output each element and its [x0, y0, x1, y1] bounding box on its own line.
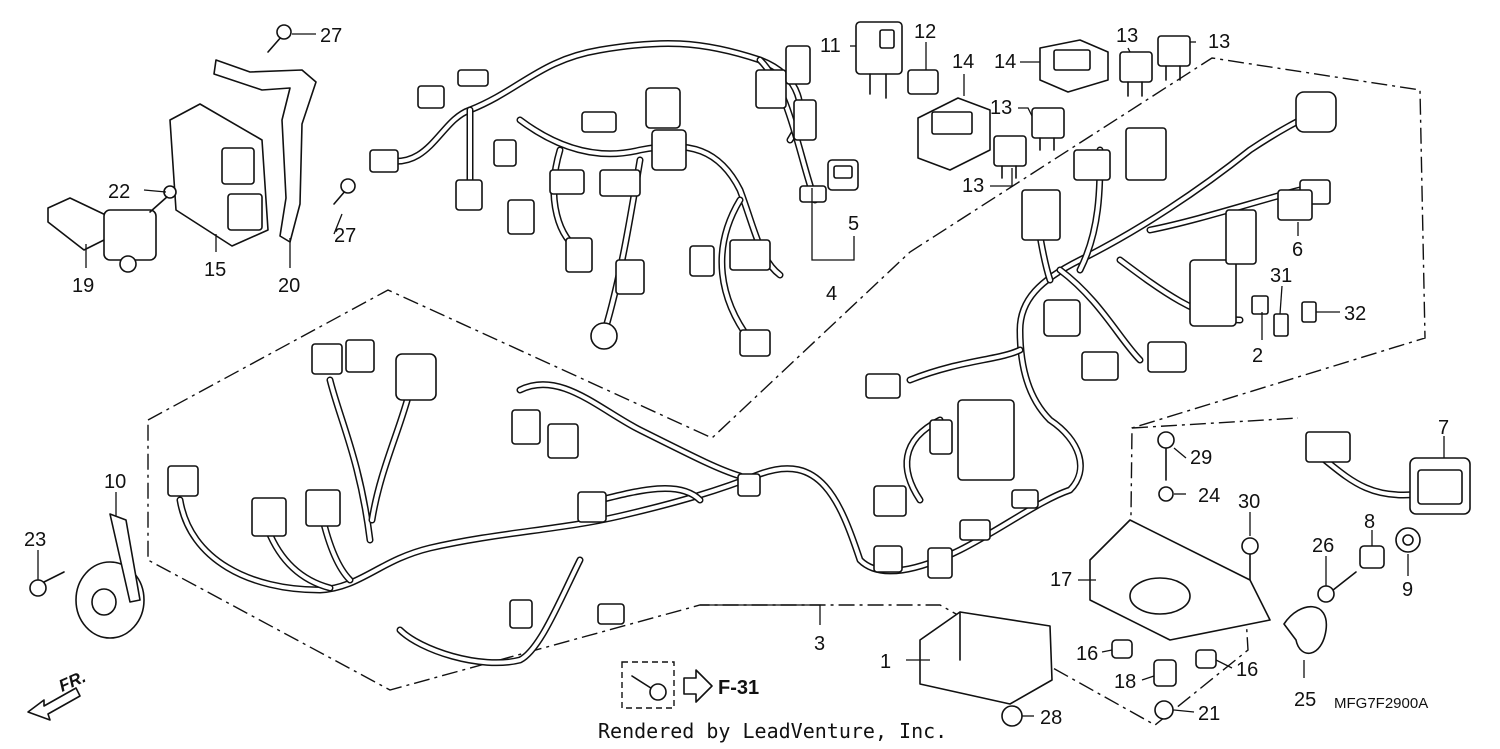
callout-13-d: 13: [962, 175, 984, 197]
relay-part-13-d[interactable]: [993, 135, 1027, 179]
regulator-part-1[interactable]: [919, 611, 1053, 705]
callout-14-a: 14: [952, 51, 974, 73]
callout-6: 6: [1292, 239, 1303, 261]
callout-16-a: 16: [1076, 643, 1098, 665]
clamp-part-25[interactable]: [1283, 605, 1328, 655]
callout-30: 30: [1238, 491, 1260, 513]
callout-2: 2: [1252, 345, 1263, 367]
callout-16-b: 16: [1236, 659, 1258, 681]
callout-12: 12: [914, 21, 936, 43]
callout-31: 31: [1270, 265, 1292, 287]
credit-text: Rendered by LeadVenture, Inc.: [598, 719, 947, 743]
callout-20: 20: [278, 275, 300, 297]
fuse-part-32[interactable]: [1301, 301, 1317, 323]
callout-21: 21: [1198, 703, 1220, 725]
callout-1: 1: [880, 651, 891, 673]
sub-harness-boundary: [1131, 417, 1299, 429]
callout-15: 15: [204, 259, 226, 281]
relay-part-13-c[interactable]: [1031, 107, 1065, 151]
callout-25: 25: [1294, 689, 1316, 711]
sensor-part-19[interactable]: [47, 197, 157, 273]
callout-14-b: 14: [994, 51, 1016, 73]
callout-32: 32: [1344, 303, 1366, 325]
callout-29: 29: [1190, 447, 1212, 469]
callout-23: 23: [24, 529, 46, 551]
callout-19: 19: [72, 275, 94, 297]
reference-label-f31[interactable]: F-31: [718, 677, 759, 699]
horn-part-10[interactable]: [75, 513, 145, 639]
washer-part-24[interactable]: [1158, 486, 1174, 502]
bolt-part-30[interactable]: [1241, 537, 1259, 581]
connector-part-6[interactable]: [1277, 189, 1313, 221]
nut-part-28[interactable]: [1001, 705, 1023, 727]
fuse-part-2[interactable]: [1251, 295, 1269, 315]
callout-8: 8: [1364, 511, 1375, 533]
grommet-part-16-left[interactable]: [1111, 639, 1133, 659]
callout-13-b: 13: [1208, 31, 1230, 53]
sub-harness-part-4[interactable]: [369, 39, 827, 357]
bolt-part-29[interactable]: [1157, 431, 1175, 481]
callout-22: 22: [108, 181, 130, 203]
callout-27-mid: 27: [334, 225, 356, 247]
sub-harness-part-7[interactable]: [1305, 431, 1471, 515]
diagram-code: MFG7F2900A: [1334, 695, 1428, 712]
front-direction-arrow: [27, 687, 81, 721]
bracket-part-20[interactable]: [213, 59, 317, 243]
bolt-part-27-mid[interactable]: [333, 178, 356, 205]
grommet-part-9[interactable]: [1395, 527, 1421, 553]
callout-28: 28: [1040, 707, 1062, 729]
grommet-part-16-right[interactable]: [1195, 649, 1217, 669]
callout-7: 7: [1438, 417, 1449, 439]
bolt-part-27-top[interactable]: [267, 24, 292, 53]
callout-10: 10: [104, 471, 126, 493]
bolt-part-26[interactable]: [1317, 571, 1357, 603]
collar-part-18[interactable]: [1153, 659, 1177, 687]
reference-bolt-box: [621, 661, 675, 709]
connector-part-5[interactable]: [827, 159, 859, 191]
relay-box-part-14-right[interactable]: [1039, 39, 1109, 93]
callout-24: 24: [1198, 485, 1220, 507]
fuse-part-12[interactable]: [907, 69, 939, 95]
bolt-part-23[interactable]: [29, 571, 65, 597]
relay-part-13-b[interactable]: [1157, 35, 1191, 81]
callout-3: 3: [814, 633, 825, 655]
plate-part-17[interactable]: [1089, 519, 1271, 641]
relay-box-part-14-left[interactable]: [917, 97, 991, 171]
collar-part-8[interactable]: [1359, 545, 1385, 569]
main-harness-part-3[interactable]: [167, 91, 1337, 667]
callout-5: 5: [848, 213, 859, 235]
callout-9: 9: [1402, 579, 1413, 601]
callout-11: 11: [820, 35, 841, 57]
leader-lines: [37, 33, 1445, 717]
control-unit-part-15[interactable]: [169, 103, 269, 247]
bolt-part-22[interactable]: [149, 185, 177, 213]
callout-13-a: 13: [1116, 25, 1138, 47]
callout-4: 4: [826, 283, 837, 305]
callout-26: 26: [1312, 535, 1334, 557]
reference-arrow[interactable]: [683, 669, 713, 703]
callout-13-c: 13: [990, 97, 1012, 119]
callout-17: 17: [1050, 569, 1072, 591]
nut-part-21[interactable]: [1154, 700, 1174, 720]
fuse-part-31[interactable]: [1273, 313, 1289, 337]
front-direction-label: FR.: [56, 667, 89, 695]
relay-part-13-a[interactable]: [1119, 51, 1153, 97]
callout-27-top: 27: [320, 25, 342, 47]
relay-part-11[interactable]: [855, 21, 903, 99]
callout-18: 18: [1114, 671, 1136, 693]
